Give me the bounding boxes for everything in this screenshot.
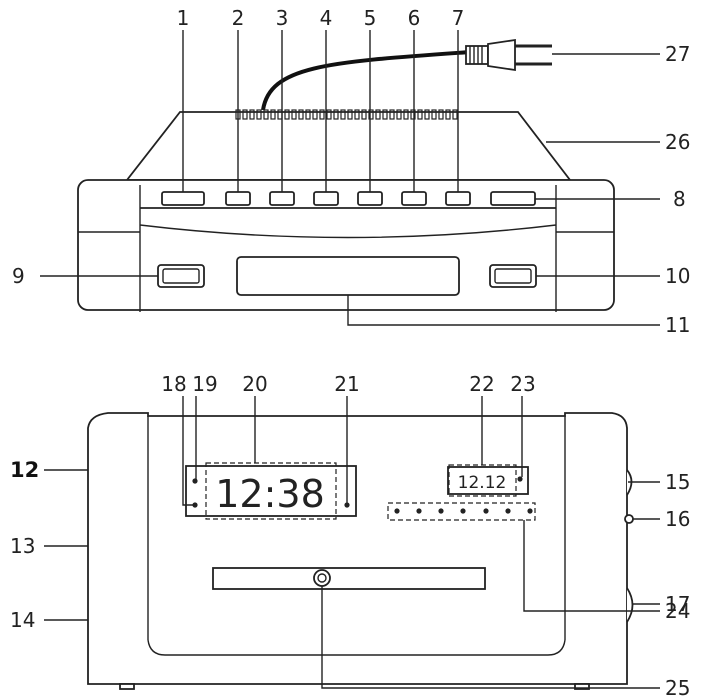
label-6: 6: [408, 6, 421, 30]
label-17: 17: [665, 592, 690, 616]
vent-slot: [347, 109, 353, 120]
label-7: 7: [452, 6, 465, 30]
indicator-19: [192, 478, 198, 484]
button-7[interactable]: [445, 191, 471, 206]
button-8[interactable]: [490, 191, 536, 206]
vent-slot: [354, 109, 360, 120]
label-25: 25: [665, 676, 690, 700]
label-15: 15: [665, 470, 690, 494]
callout-labels: 1 2 3 4 5 6 7 27 26 8 9 10 11 18 19 20 2…: [10, 6, 690, 700]
vent-slot: [284, 109, 290, 120]
vent-slot: [256, 109, 262, 120]
foot-right: [574, 683, 590, 690]
label-5: 5: [364, 6, 377, 30]
vent-slot: [263, 109, 269, 120]
top-view: [40, 30, 660, 326]
vent-slot: [270, 109, 276, 120]
label-19: 19: [192, 372, 217, 396]
vent-slot: [424, 109, 430, 120]
front-panel: [139, 185, 557, 312]
label-16: 16: [665, 507, 690, 531]
disc-slot: [212, 567, 486, 590]
label-23: 23: [510, 372, 535, 396]
vent-slot: [410, 109, 416, 120]
vent-slot: [382, 109, 388, 120]
label-1: 1: [177, 6, 190, 30]
label-2: 2: [232, 6, 245, 30]
label-27: 27: [665, 42, 690, 66]
vent-slot: [361, 109, 367, 120]
clock-display: [185, 465, 357, 517]
vent-slot: [242, 109, 248, 120]
label-18: 18: [161, 372, 186, 396]
label-26: 26: [665, 130, 690, 154]
display-window: [236, 256, 460, 296]
label-8: 8: [673, 187, 686, 211]
vent-slot: [319, 109, 325, 120]
power-cord: [261, 50, 471, 111]
vent-slot: [417, 109, 423, 120]
label-14: 14: [10, 608, 35, 632]
vent-slot: [333, 109, 339, 120]
label-9: 9: [12, 264, 25, 288]
button-6[interactable]: [401, 191, 427, 206]
vent-slot: [396, 109, 402, 120]
foot-left: [119, 683, 135, 690]
vent-slot: [438, 109, 444, 120]
button-1[interactable]: [161, 191, 205, 206]
eject-button[interactable]: [313, 569, 331, 587]
vent-slot: [340, 109, 346, 120]
vent-slot: [445, 109, 451, 120]
label-10: 10: [665, 264, 690, 288]
callout-lines-top: [40, 30, 660, 326]
label-12: 12: [10, 458, 39, 482]
callout-lines-front: [44, 396, 660, 689]
knob-17[interactable]: [626, 587, 634, 623]
front-view: 12:38 12.12: [44, 396, 660, 690]
power-plug: [465, 38, 552, 72]
label-11: 11: [665, 313, 690, 337]
led-dots: [394, 508, 533, 514]
button-5[interactable]: [357, 191, 383, 206]
led-row: [387, 502, 536, 521]
vent-slot: [249, 109, 255, 120]
vent-slot: [389, 109, 395, 120]
vent-slot: [403, 109, 409, 120]
time-digits-box: [205, 462, 337, 520]
rear-housing: [125, 111, 572, 181]
label-20: 20: [242, 372, 267, 396]
front-body: [77, 179, 615, 311]
date-display: [447, 466, 529, 495]
vent-slot: [291, 109, 297, 120]
vent-slot: [375, 109, 381, 120]
button-2[interactable]: [225, 191, 251, 206]
knob-16[interactable]: [624, 514, 634, 524]
label-24: 24: [665, 599, 690, 623]
vent-slot: [312, 109, 318, 120]
vent-grille: [235, 109, 458, 120]
date-text: 12.12: [458, 473, 507, 493]
vent-slot: [431, 109, 437, 120]
clock-body: [87, 412, 628, 685]
clock-time: 12:38: [215, 472, 325, 516]
label-4: 4: [320, 6, 333, 30]
vent-slot: [305, 109, 311, 120]
label-3: 3: [276, 6, 289, 30]
vent-slot: [298, 109, 304, 120]
label-13: 13: [10, 534, 35, 558]
indicator-23: [517, 476, 523, 482]
button-3[interactable]: [269, 191, 295, 206]
vent-slot: [452, 109, 458, 120]
vent-slot: [368, 109, 374, 120]
label-22: 22: [469, 372, 494, 396]
label-21: 21: [334, 372, 359, 396]
button-4[interactable]: [313, 191, 339, 206]
vent-slot: [326, 109, 332, 120]
